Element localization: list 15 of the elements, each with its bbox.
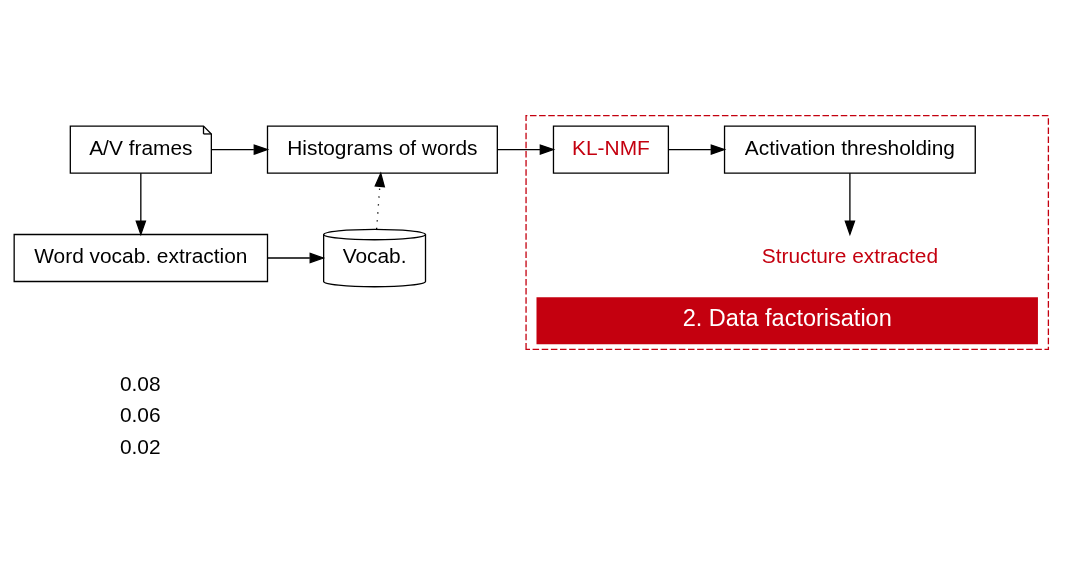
arrow — [135, 172, 147, 237]
label: 0.08 — [119, 371, 161, 395]
arrow — [374, 171, 386, 230]
arrow — [267, 252, 326, 264]
arrow — [668, 144, 727, 156]
node-box: Histograms of words — [266, 125, 498, 174]
label: 0.02 — [119, 434, 161, 458]
node-box: Word vocab. extraction — [13, 233, 269, 283]
arrow — [210, 144, 270, 156]
label: 0.06 — [119, 403, 161, 427]
arrow — [496, 144, 556, 156]
node-box: Activation thresholding — [723, 125, 976, 174]
node-box: KL-NMF — [552, 125, 670, 174]
arrow — [844, 172, 856, 237]
node-text: Structure extracted — [761, 243, 939, 267]
